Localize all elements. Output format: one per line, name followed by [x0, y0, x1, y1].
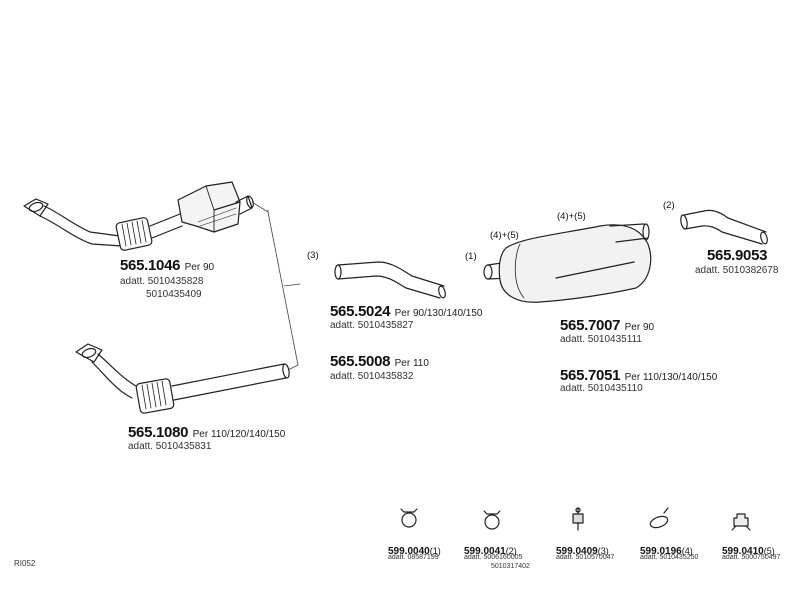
part-label-565-7007: 565.7007 Per 90: [560, 318, 654, 334]
fitting-qty: (4): [681, 546, 693, 556]
fitting-oem-ref: adatt. 5000750497: [722, 554, 781, 561]
rubber-hanger-icon: [572, 507, 584, 531]
part-oem-ref: adatt. 5010435827: [330, 320, 414, 331]
fitting-icons: [400, 507, 751, 531]
part-oem-ref: adatt. 5010435832: [330, 371, 414, 382]
part-applicability: Per 90: [624, 322, 655, 333]
pipe-565-1080-drawing: [75, 343, 290, 414]
part-label-565-1046: 565.1046 Per 90: [120, 258, 214, 274]
part-code: 565.7007: [560, 317, 621, 334]
part-oem-ref: 5010435409: [146, 289, 202, 300]
fitting-oem-ref: adatt. 5010435250: [640, 554, 699, 561]
part-label-565-5008: 565.5008 Per 110: [330, 354, 429, 370]
position-number: (4)+(5): [557, 211, 586, 222]
connector-lines: [251, 201, 301, 371]
fitting-label: 599.0409(3): [556, 542, 609, 558]
part-code: 565.1046: [120, 257, 181, 274]
fitting-qty: (3): [597, 546, 609, 556]
fitting-label: 599.0410(5): [722, 542, 775, 558]
clamp-icon: [400, 508, 418, 528]
part-applicability: Per 90: [184, 262, 215, 273]
fitting-code: 599.0409: [556, 546, 598, 557]
pipe-565-5024-drawing: [334, 261, 446, 299]
mounting-block-icon: [731, 513, 751, 531]
fitting-qty: (5): [763, 546, 775, 556]
fitting-oem-ref: adatt. 5010570047: [556, 554, 615, 561]
part-applicability: Per 110/120/140/150: [192, 429, 286, 440]
part-code: 565.5024: [330, 303, 391, 320]
part-applicability: Per 90/130/140/150: [394, 308, 483, 319]
part-applicability: Per 110/130/140/150: [624, 372, 718, 383]
fitting-qty: (2): [505, 546, 517, 556]
fitting-oem-ref: 5010317402: [491, 563, 530, 570]
pipe-565-1046-drawing: [23, 181, 254, 251]
part-applicability: Per 110: [394, 358, 429, 369]
part-label-565-5024: 565.5024 Per 90/130/140/150: [330, 304, 482, 320]
gasket-ring-icon: [649, 507, 669, 529]
part-code: 565.1080: [128, 424, 189, 441]
pipe-565-9053-drawing: [680, 209, 768, 245]
part-label-565-1080: 565.1080 Per 110/120/140/150: [128, 425, 285, 441]
position-number: (4)+(5): [490, 230, 519, 241]
muffler-565-7007-drawing: [483, 223, 652, 303]
fitting-code: 599.0196: [640, 546, 682, 557]
diagram-reference-code: RI052: [14, 559, 36, 568]
fitting-oem-ref: adatt. 08587199: [388, 554, 439, 561]
part-label-565-7051: 565.7051 Per 110/130/140/150: [560, 368, 717, 384]
fitting-qty: (1): [429, 546, 441, 556]
part-oem-ref: adatt. 5010435828: [120, 276, 204, 287]
fitting-code: 599.0410: [722, 546, 764, 557]
clamp-icon: [483, 510, 501, 530]
position-number: (3): [307, 250, 319, 261]
fitting-oem-ref: adatt. 5006160005: [464, 554, 523, 561]
part-oem-ref: adatt. 5010435111: [560, 334, 642, 345]
part-code: 565.9053: [707, 247, 768, 264]
part-oem-ref: adatt. 5010435110: [560, 383, 643, 394]
fitting-label: 599.0040(1): [388, 542, 441, 558]
fitting-code: 599.0040: [388, 546, 430, 557]
position-number: (2): [663, 200, 675, 211]
part-code: 565.5008: [330, 353, 391, 370]
position-number: (1): [465, 251, 477, 262]
part-code: 565.7051: [560, 367, 621, 384]
part-oem-ref: adatt. 5010435831: [128, 441, 212, 452]
part-oem-ref: adatt. 5010382678: [695, 265, 779, 276]
fitting-label: 599.0196(4): [640, 542, 693, 558]
fitting-label: 599.0041(2): [464, 542, 517, 558]
fitting-code: 599.0041: [464, 546, 506, 557]
